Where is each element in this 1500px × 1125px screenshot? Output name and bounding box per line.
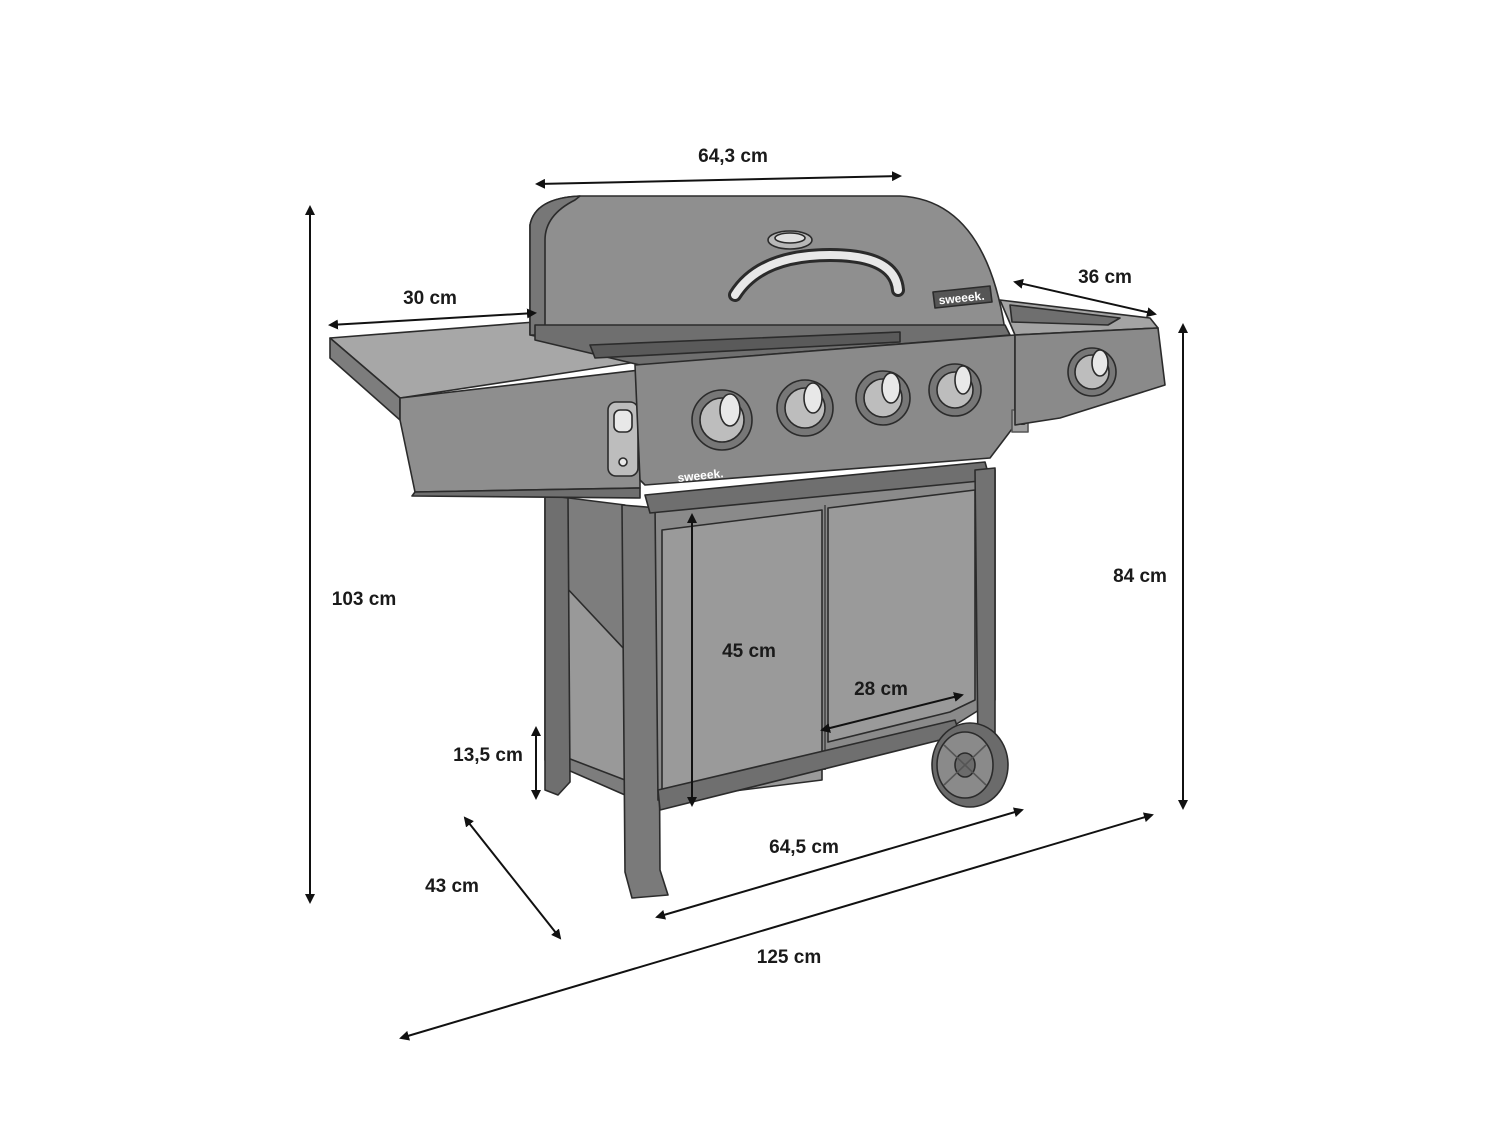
label-cabinet-width: 64,5 cm [769,837,839,858]
knob-4 [928,363,982,417]
cart-leg-right [974,467,996,751]
arrow-lid-width [535,171,902,189]
knob-icon [691,347,1117,451]
arrow-cabinet-width [655,807,1024,920]
cabinet-door-right [827,489,976,743]
label-depth: 43 cm [425,876,479,897]
label-working-height: 84 cm [1113,566,1167,587]
label-left-shelf-width: 30 cm [403,288,457,309]
arrow-depth [463,816,562,940]
lid-brand-plate: sweeek. [932,285,993,309]
label-door-width: 28 cm [854,679,908,700]
label-leg-height: 13,5 cm [453,745,523,766]
arrow-right-shelf [1013,278,1157,318]
knob-2 [776,379,834,437]
lid-brand-text: sweeek. [938,289,985,308]
wheel-icon [931,722,1009,808]
barbecue-illustration: sweeek. sweeek. CE [329,195,1166,899]
label-lid-width: 64,3 cm [698,146,768,167]
arrow-door-width [820,692,964,733]
label-total-height: 103 cm [331,589,397,610]
grill-grate-strip [589,331,901,359]
label-right-shelf-width: 36 cm [1078,267,1132,288]
bottle-opener-icon [607,401,639,477]
knob-1 [691,389,753,451]
knob-side-burner [1067,347,1117,397]
cabinet-door-left [661,509,823,801]
arrow-total-width [399,812,1154,1041]
cart-leg-left-back [544,494,571,796]
knob-3 [855,370,911,426]
label-cabinet-height: 45 cm [722,641,776,662]
label-total-width: 125 cm [756,947,822,968]
arrow-left-shelf [328,308,537,330]
dimension-arrows [305,171,1188,1041]
panel-brand-text: sweeek. [677,466,724,485]
thermometer-icon [767,230,813,250]
grill-lid-side [529,195,581,336]
left-side-panel-bottom [411,487,641,499]
